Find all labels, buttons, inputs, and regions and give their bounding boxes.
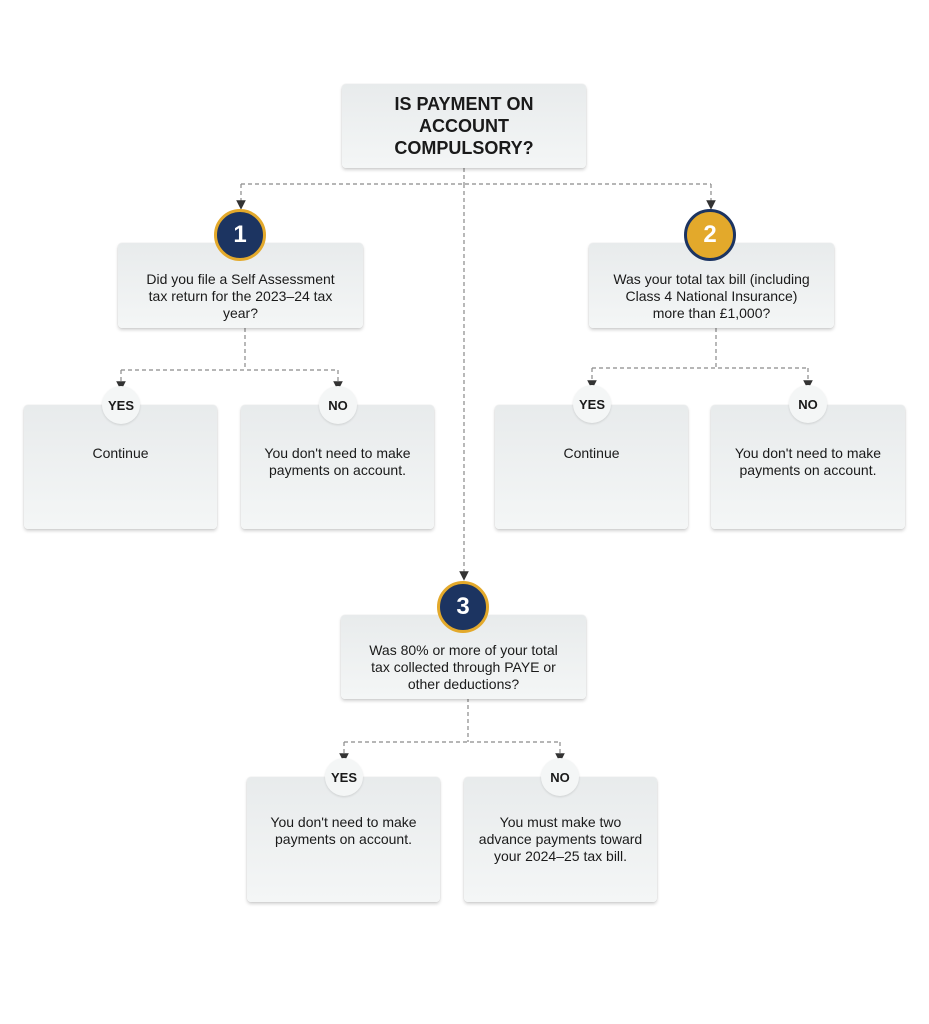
q3-no-answer-box: You must make two advance payments towar… xyxy=(464,777,657,902)
q3-no-answer-text: You must make two advance payments towar… xyxy=(478,814,643,864)
q1-no-label: NO xyxy=(319,386,357,424)
q3-yes-label: YES xyxy=(325,758,363,796)
step-2-number: 2 xyxy=(703,221,717,248)
q2-no-label: NO xyxy=(789,385,827,423)
diagram-title: IS PAYMENT ON ACCOUNT COMPULSORY? xyxy=(394,94,534,158)
q2-no-answer-text: You don't need to make payments on accou… xyxy=(734,445,882,478)
connector-q1-branches xyxy=(121,328,338,371)
q1-yes-answer-box: Continue xyxy=(24,405,217,529)
q1-no-answer-box: You don't need to make payments on accou… xyxy=(241,405,434,529)
q1-no-answer-text: You don't need to make payments on accou… xyxy=(264,445,411,478)
q2-yes-answer-text: Continue xyxy=(563,445,620,461)
step-3-number: 3 xyxy=(456,593,470,620)
question-3-text: Was 80% or more of your total tax collec… xyxy=(369,642,558,692)
q2-yes-label: YES xyxy=(573,385,611,423)
step-3-badge: 3 xyxy=(437,581,489,633)
question-2-text: Was your total tax bill (including Class… xyxy=(613,271,810,321)
q2-yes-answer-box: Continue xyxy=(495,405,688,529)
step-1-badge: 1 xyxy=(214,209,266,261)
title-box: IS PAYMENT ON ACCOUNT COMPULSORY? xyxy=(342,84,586,168)
q3-yes-answer-text: You don't need to make payments on accou… xyxy=(270,814,417,847)
step-2-badge: 2 xyxy=(684,209,736,261)
step-1-number: 1 xyxy=(233,221,247,248)
q3-no-label: NO xyxy=(541,758,579,796)
connector-q3-branches xyxy=(344,698,560,743)
question-1-text: Did you file a Self Assessment tax retur… xyxy=(146,271,335,321)
q3-yes-answer-box: You don't need to make payments on accou… xyxy=(247,777,440,902)
connector-q2-branches xyxy=(592,328,808,369)
q2-no-answer-box: You don't need to make payments on accou… xyxy=(711,405,905,529)
q1-yes-answer-text: Continue xyxy=(92,445,149,461)
connector-title-branches xyxy=(241,168,711,185)
q1-yes-label: YES xyxy=(102,386,140,424)
